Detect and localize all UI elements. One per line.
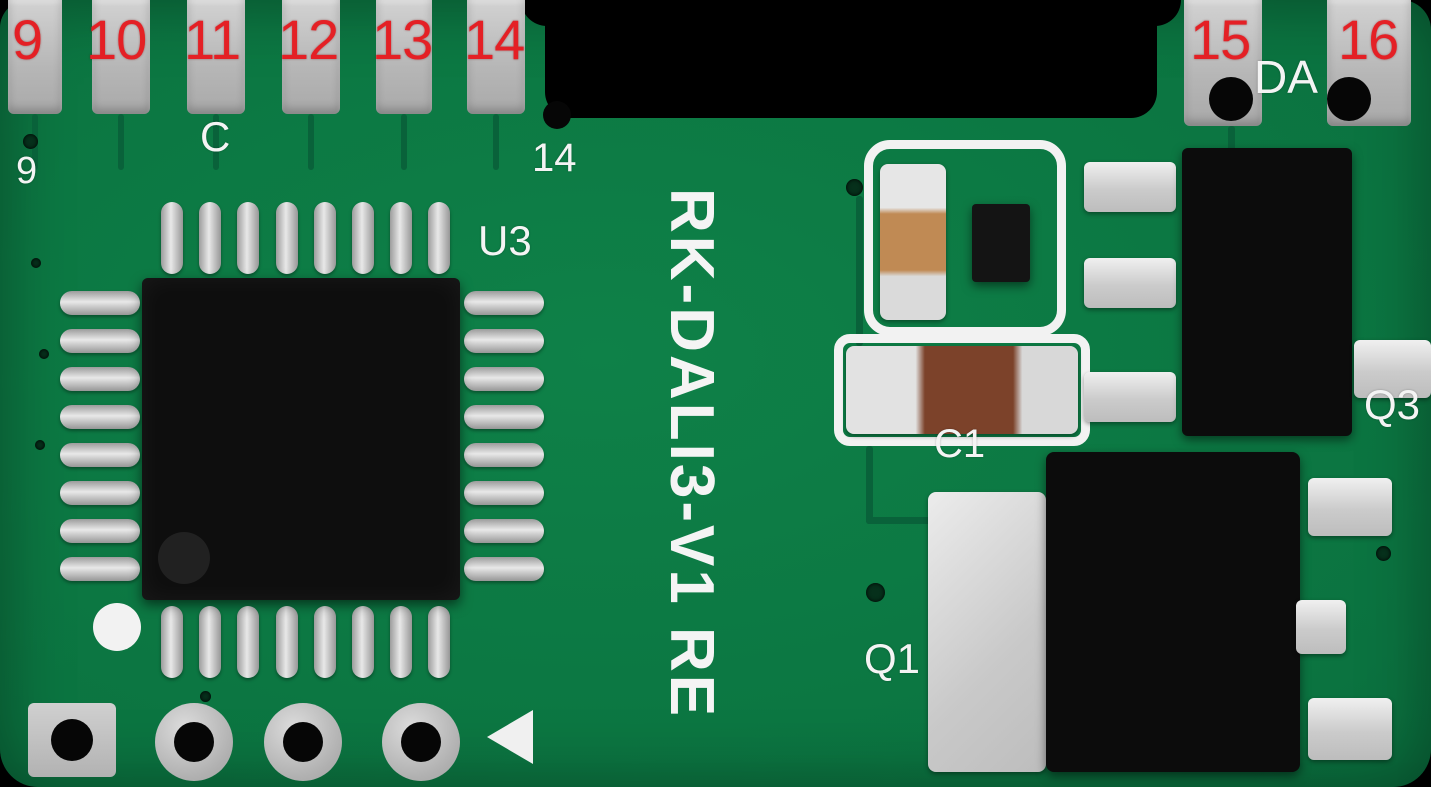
transistor-q1-leg [1308,478,1392,536]
ic-pin [464,557,544,581]
ic-pin [464,481,544,505]
pin-annotation-13: 13 [372,8,433,71]
trace [401,114,407,170]
pad-15-hole [1209,77,1253,121]
silkscreen-label-14: 14 [532,136,577,180]
ic-pin [276,606,298,678]
ic-pin [464,443,544,467]
ic-pin [60,557,140,581]
solder-pad [1354,340,1431,398]
trace [213,114,219,170]
castellated-pad-14 [467,0,525,114]
ic-pin [276,202,298,274]
mounting-hole [51,719,93,761]
pin-annotation-16: 16 [1338,8,1399,71]
ic-pin [237,202,259,274]
capacitor-vertical [880,164,946,320]
ic-pin [352,202,374,274]
silkscreen-label-9: 9 [16,150,38,192]
ic-pin [60,405,140,429]
solder-pad [1084,258,1176,308]
ic-pin [60,481,140,505]
silkscreen-outline [864,140,1066,336]
pin-annotation-11: 11 [184,8,241,71]
pin-annotation-10: 10 [86,8,147,71]
transistor-q1-leg [1308,698,1392,760]
via-hole [200,691,211,702]
via-hole [1376,546,1391,561]
ic-pin [464,367,544,391]
via-hole [35,440,45,450]
polarity-triangle-icon [487,710,533,764]
castellated-pad-10 [92,0,150,114]
capacitor-c1 [846,346,1078,434]
ic-pin [464,405,544,429]
castellated-pad-9 [8,0,62,114]
castellated-pad-11 [187,0,245,114]
ic-pin [161,606,183,678]
solder-pad [1084,372,1176,422]
via-hole [846,179,863,196]
transistor-q3-body [1182,148,1352,436]
board-edge-notch [545,0,1157,118]
trace [1228,126,1235,152]
via-hole [39,349,49,359]
ic-pin1-marker [158,532,210,584]
ic-pin [199,202,221,274]
silkscreen-board-title: RK-DALI3-V1 RE [657,188,726,720]
silkscreen-label-q3: Q3 [1364,381,1421,428]
smd-component [972,204,1030,282]
through-hole [283,722,323,762]
pin-annotation-9: 9 [12,8,43,71]
silkscreen-label-c1: C1 [934,422,986,466]
through-hole [174,722,214,762]
ic-pin [314,606,336,678]
silkscreen-label-q1: Q1 [864,635,921,682]
ic-pin [60,367,140,391]
pad-16-hole [1327,77,1371,121]
ic-pin [464,329,544,353]
ic-pin [390,202,412,274]
ic-pin [237,606,259,678]
trace [866,517,932,524]
trace [118,114,124,170]
ic-pin [428,606,450,678]
ic-pin [60,519,140,543]
trace [308,114,314,170]
ic-pin [352,606,374,678]
solder-pad [1084,162,1176,212]
via-hole [23,134,38,149]
trace [866,446,873,524]
ic-pin [314,202,336,274]
ic-pin [161,202,183,274]
ic-pin [464,291,544,315]
transistor-q1-leg [1296,600,1346,654]
silkscreen-label-c: C [200,113,231,160]
ic-pin [60,329,140,353]
via-hole [866,583,885,602]
silkscreen-label-da: DA [1254,51,1318,103]
ic-pin [199,606,221,678]
trace [493,114,499,170]
pin-annotation-12: 12 [278,8,339,71]
silkscreen-label-u3: U3 [478,217,532,264]
pin-annotation-15: 15 [1190,8,1251,71]
ic-pin [390,606,412,678]
trace [856,196,863,346]
silkscreen-dot [93,603,141,651]
ic-pin [60,291,140,315]
ic-pin [428,202,450,274]
transistor-q1-tab [928,492,1046,772]
ic-pin [60,443,140,467]
ic-pin [464,519,544,543]
via-hole [31,258,41,268]
pin-annotation-14: 14 [464,8,525,71]
castellated-pad-13 [376,0,432,114]
through-hole [401,722,441,762]
transistor-q1-body [1046,452,1300,772]
edge-drill-hole [543,101,571,129]
castellated-pad-12 [282,0,340,114]
